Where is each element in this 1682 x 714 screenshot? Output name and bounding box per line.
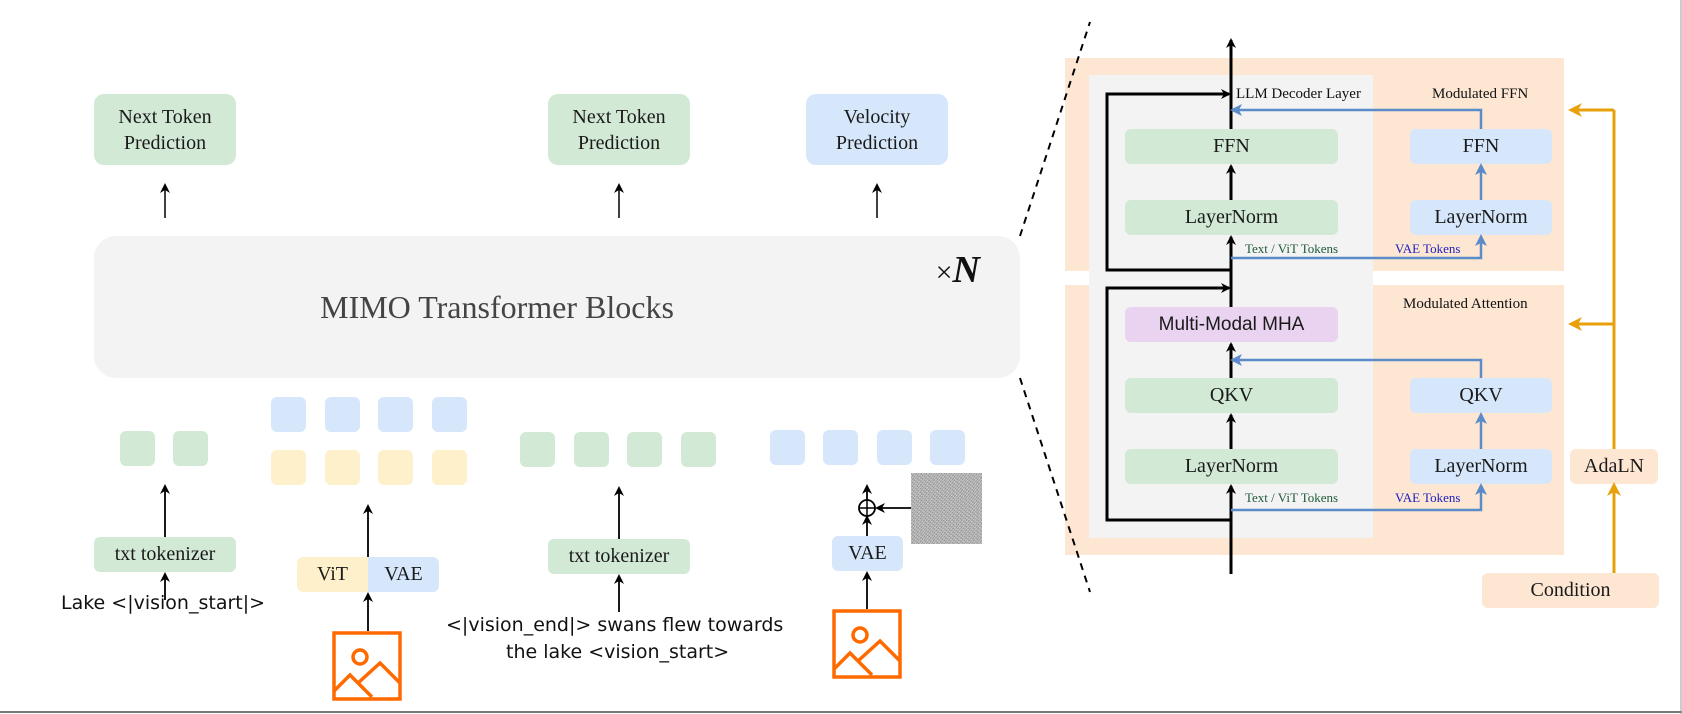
layernorm-label: LayerNorm	[1184, 206, 1279, 228]
vae-encoder-1: VAE	[368, 557, 439, 592]
repeat-count: ×N	[936, 248, 980, 292]
mha-label: Multi-Modal MHA	[1158, 313, 1305, 335]
vit-token	[271, 450, 306, 485]
text-token	[627, 432, 662, 467]
image-icon	[832, 609, 902, 679]
vae-label: VAE	[384, 563, 423, 585]
input-text-2-line1: <|vision_end|> swans flew towards	[446, 614, 784, 636]
qkv-label: QKV	[1459, 384, 1503, 406]
txt-tokenizer-1: txt tokenizer	[94, 537, 236, 572]
vae-tokens-path-top	[1231, 234, 1487, 260]
output-label-line1: Velocity	[843, 105, 911, 128]
vit-token	[325, 450, 360, 485]
text-token	[173, 431, 208, 466]
vae-token	[823, 430, 858, 465]
decoder-layer-label: LLM Decoder Layer	[1236, 86, 1361, 102]
mod-layernorm-top-block: LayerNorm	[1410, 200, 1552, 235]
mod-layernorm-bottom-block: LayerNorm	[1410, 449, 1552, 484]
layernorm-label: LayerNorm	[1434, 455, 1528, 477]
vit-encoder: ViT	[297, 557, 368, 592]
ffn-block: FFN	[1125, 129, 1338, 164]
vae-encoder-2: VAE	[832, 536, 903, 571]
output-label-line2: Prediction	[577, 131, 661, 154]
output-label-line2: Prediction	[123, 131, 207, 154]
qkv-label: QKV	[1209, 384, 1254, 406]
condition-block: Condition	[1482, 573, 1659, 608]
vit-token	[432, 450, 467, 485]
text-vit-tokens-label-bottom: Text / ViT Tokens	[1245, 490, 1339, 505]
output-label-line2: Prediction	[835, 131, 919, 154]
input-text-2-line2: the lake <vision_start>	[506, 641, 730, 663]
vae-token	[877, 430, 912, 465]
vae-token	[378, 397, 413, 432]
text-token	[520, 432, 555, 467]
residual-ffn	[1105, 89, 1231, 272]
vae-tokens-label-bottom: VAE Tokens	[1395, 490, 1461, 505]
adaln-label: AdaLN	[1584, 455, 1644, 477]
vit-token	[378, 450, 413, 485]
output-label-line1: Next Token	[118, 105, 212, 128]
mod-ffn-to-output	[1230, 104, 1483, 129]
vae-token	[930, 430, 965, 465]
vae-token	[271, 397, 306, 432]
ffn-label: FFN	[1213, 135, 1250, 157]
text-token	[574, 432, 609, 467]
text-token	[120, 431, 155, 466]
condition-label: Condition	[1530, 579, 1611, 601]
layernorm-bottom-block: LayerNorm	[1125, 449, 1338, 484]
mimo-transformer-blocks: MIMO Transformer Blocks ×N	[94, 236, 1020, 378]
modulated-attention-label: Modulated Attention	[1403, 296, 1528, 312]
mod-qkv-to-mha	[1230, 354, 1483, 378]
text-vit-tokens-label-top: Text / ViT Tokens	[1245, 241, 1339, 256]
vae-token	[770, 430, 805, 465]
mod-qkv-block: QKV	[1410, 378, 1552, 413]
layernorm-label: LayerNorm	[1184, 455, 1279, 477]
modulated-ffn-label: Modulated FFN	[1432, 86, 1529, 102]
vae-token	[325, 397, 360, 432]
output-label-line1: Next Token	[572, 105, 666, 128]
layernorm-label: LayerNorm	[1434, 206, 1528, 228]
vae-tokens-label-top: VAE Tokens	[1395, 241, 1461, 256]
text-token	[681, 432, 716, 467]
times-symbol: ×	[935, 256, 953, 289]
transformer-title: MIMO Transformer Blocks	[320, 288, 674, 325]
zoom-dashed-line-bottom	[1019, 377, 1091, 593]
image-icon	[332, 631, 402, 701]
txt-tokenizer-2: txt tokenizer	[548, 539, 690, 574]
mod-ffn-block: FFN	[1410, 129, 1552, 164]
qkv-block: QKV	[1125, 378, 1338, 413]
layernorm-top-block: LayerNorm	[1125, 200, 1338, 235]
input-text-1: Lake <|vision_start|>	[61, 592, 266, 614]
vae-tokens-path-bottom	[1231, 483, 1487, 512]
vit-label: ViT	[316, 563, 348, 585]
ffn-label: FFN	[1462, 135, 1500, 157]
residual-attention	[1105, 283, 1231, 522]
vae-label: VAE	[848, 542, 887, 564]
zoom-dashed-line-top	[1019, 21, 1091, 237]
adaln-block: AdaLN	[1570, 449, 1658, 484]
txt-tokenizer-label: txt tokenizer	[568, 545, 670, 567]
txt-tokenizer-label: txt tokenizer	[114, 543, 216, 565]
multi-modal-mha-block: Multi-Modal MHA	[1125, 307, 1338, 342]
noise-image	[911, 473, 982, 544]
repeat-symbol: N	[952, 249, 980, 291]
vae-token	[432, 397, 467, 432]
